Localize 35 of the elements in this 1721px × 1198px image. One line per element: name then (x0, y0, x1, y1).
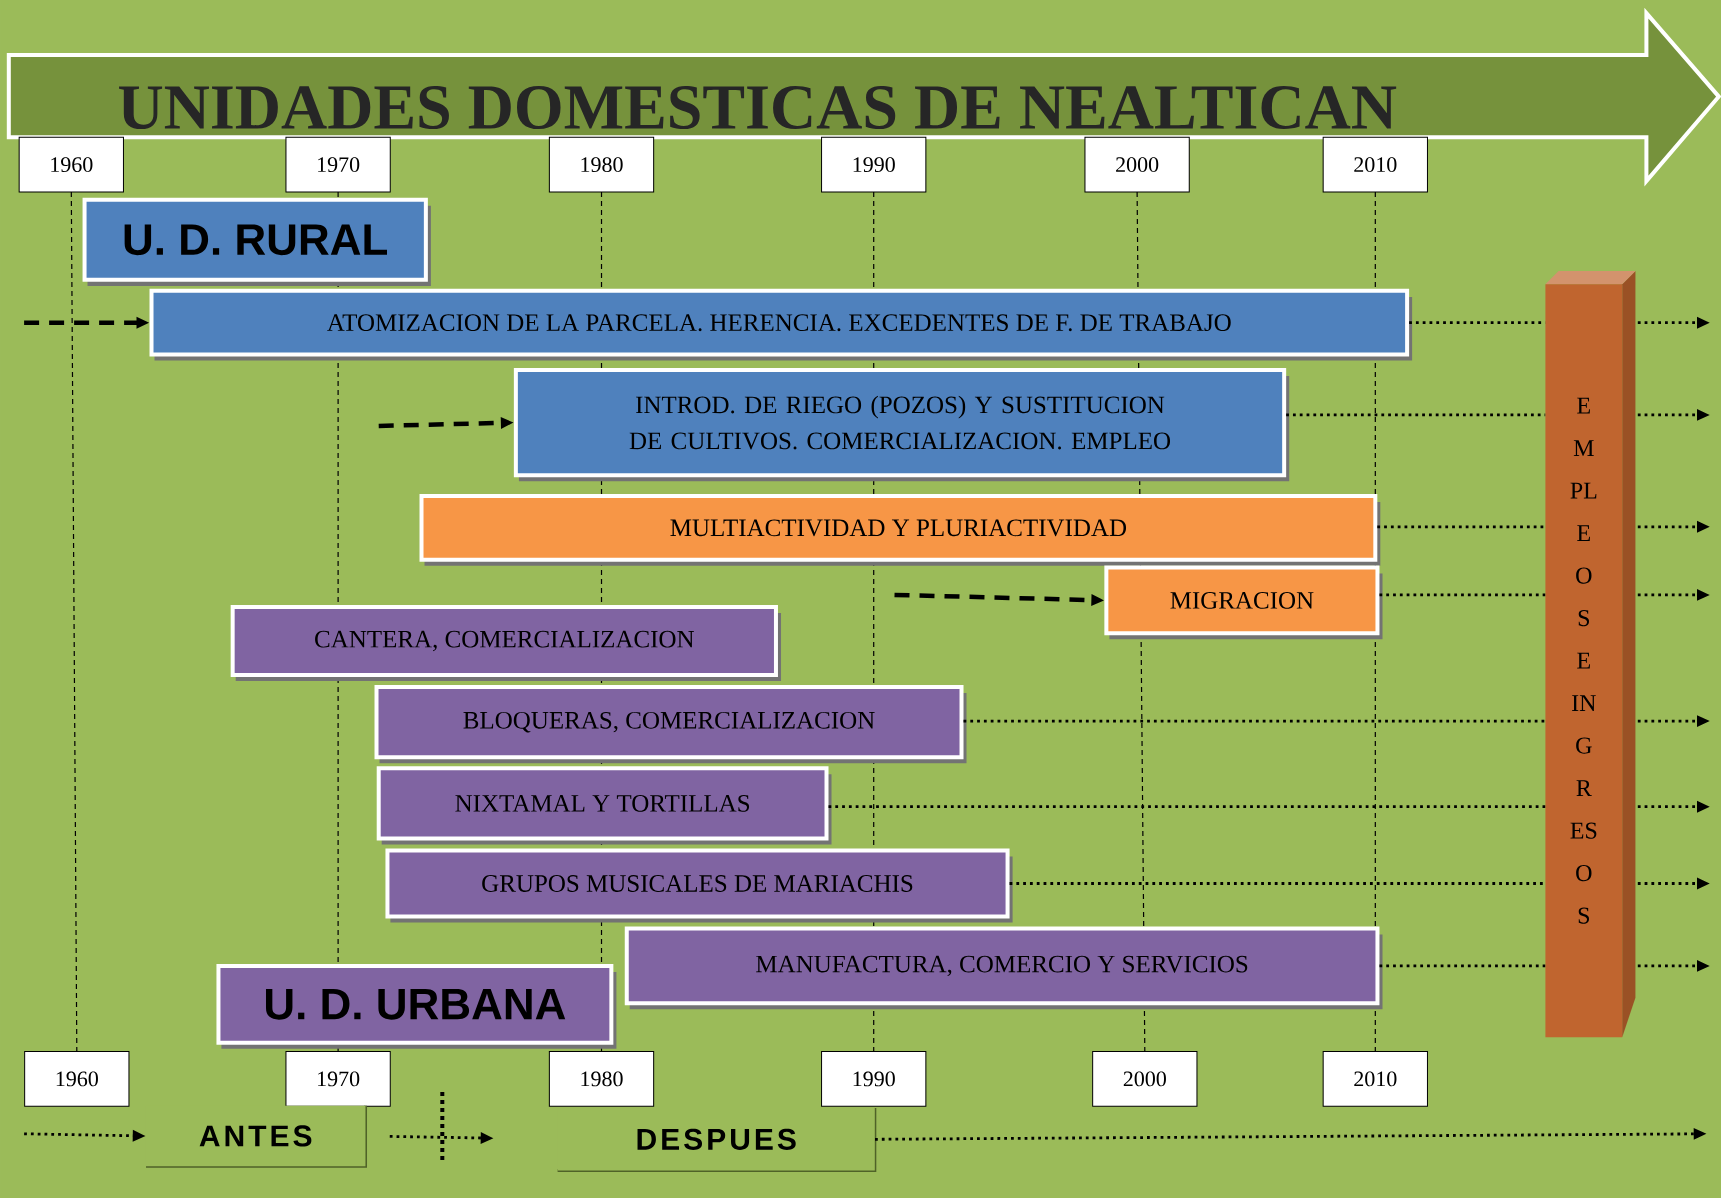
period-box: ANTES (145, 1105, 367, 1168)
timeline-bar: BLOQUERAS, COMERCIALIZACION (374, 685, 967, 764)
dotted-line (963, 719, 1546, 723)
year-box: 1980 (548, 1050, 655, 1107)
year-box: 2010 (1322, 1050, 1428, 1107)
timeline-bar: MULTIACTIVIDAD Y PLURIACTIVIDAD (419, 494, 1381, 566)
year-box: 1960 (18, 136, 124, 193)
timeline-bar: CANTERA, COMERCIALIZACION (230, 605, 781, 681)
year-box: 2010 (1322, 136, 1428, 193)
dotted-line (828, 805, 1546, 809)
timeline-bar: MANUFACTURA, COMERCIO Y SERVICIOS (624, 926, 1383, 1010)
node-label: DESPUES (637, 1128, 796, 1150)
year-box: 1960 (24, 1050, 130, 1107)
dotted-line (1379, 964, 1546, 968)
timeline-bar: INTROD. DE RIEGO (POZOS) Y SUSTITUCION DE CULTIVOS. COMERCIALIZACION. EMPLEO (513, 367, 1290, 482)
dotted-line (1379, 593, 1546, 597)
category-box: U. D. URBANA (216, 963, 617, 1049)
year-box: 2000 (1092, 1050, 1198, 1107)
dotted-line (1009, 882, 1546, 885)
year-box: 1990 (821, 1050, 927, 1107)
category-box: U. D. RURAL (82, 197, 431, 286)
timeline-bar: MIGRACION (1104, 565, 1383, 640)
year-box: 1970 (285, 1050, 391, 1107)
period-box: DESPUES (557, 1108, 877, 1173)
dotted-line (1377, 525, 1546, 529)
timeline-bar: NIXTAMAL Y TORTILLAS (376, 766, 832, 845)
year-box: 2000 (1084, 136, 1190, 193)
vertical-banner: EMPLEOS E INGRESOS (1545, 271, 1636, 1038)
timeline-bar: ATOMIZACION DE LA PARCELA. HERENCIA. EXCEDENTES DE F. DE TRABAJO (149, 288, 1413, 361)
node-label: ANTES (199, 1125, 312, 1147)
year-box: 1990 (821, 136, 927, 193)
year-box: 1970 (285, 136, 391, 193)
year-box: 1980 (548, 136, 655, 193)
title: UNIDADES DOMESTICAS DE NEALTICAN (119, 86, 1397, 130)
timeline-bar: GRUPOS MUSICALES DE MARIACHIS (385, 848, 1013, 923)
